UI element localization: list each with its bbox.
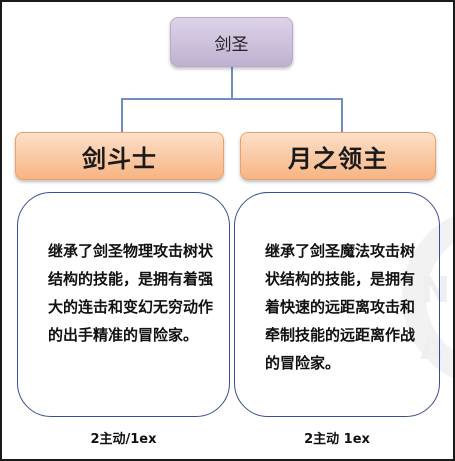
root-node-label: 剑圣 [214, 34, 249, 55]
connector-root-stem [231, 67, 233, 99]
branch-node-right: 月之领主 [240, 132, 436, 180]
branch-node-left: 剑斗士 [15, 132, 224, 180]
connector-left-drop [121, 98, 123, 132]
watermark-mark: A [420, 332, 444, 367]
footer-label-right: 2主动 1ex [304, 432, 370, 447]
branch-node-title: 剑斗士 [82, 144, 157, 173]
description-card-right: 继承了剑圣魔法攻击树状结构的技能，是拥有着快速的远距离攻击和牵制技能的远距离作战… [234, 192, 440, 417]
description-text: 继承了剑圣魔法攻击树状结构的技能，是拥有着快速的远距离攻击和牵制技能的远距离作战… [265, 242, 416, 372]
connector-horizontal [121, 98, 343, 100]
footer-label-left: 2主动/1ex [90, 432, 157, 447]
root-node: 剑圣 [170, 17, 293, 67]
connector-right-drop [341, 98, 343, 132]
description-text: 继承了剑圣物理攻击树状结构的技能，是拥有着强大的连击和变幻无穷动作的出手精准的冒… [48, 242, 214, 344]
watermark-mark: N [420, 270, 451, 311]
description-card-left: 继承了剑圣物理攻击树状结构的技能，是拥有着强大的连击和变幻无穷动作的出手精准的冒… [17, 192, 230, 417]
branch-node-title: 月之领主 [288, 144, 388, 173]
